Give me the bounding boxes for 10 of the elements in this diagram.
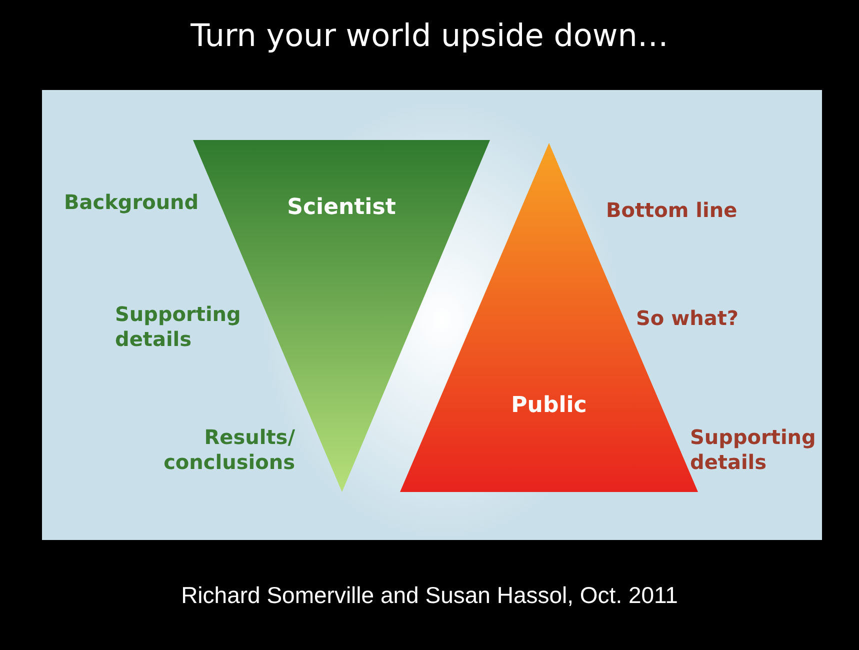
triangle-label: Scientist — [286, 195, 397, 220]
level-label: Supporting details — [115, 302, 242, 352]
title: Turn your world upside down… — [190, 18, 670, 54]
level-label: So what? — [636, 306, 740, 331]
level-label: Supporting details — [690, 425, 817, 475]
level-label: Bottom line — [606, 198, 738, 223]
level-label: Background — [64, 190, 200, 215]
caption: Richard Somerville and Susan Hassol, Oct. 2011 — [180, 582, 679, 609]
level-label: Results/ conclusions — [162, 425, 295, 475]
triangle-label: Public — [510, 393, 588, 418]
